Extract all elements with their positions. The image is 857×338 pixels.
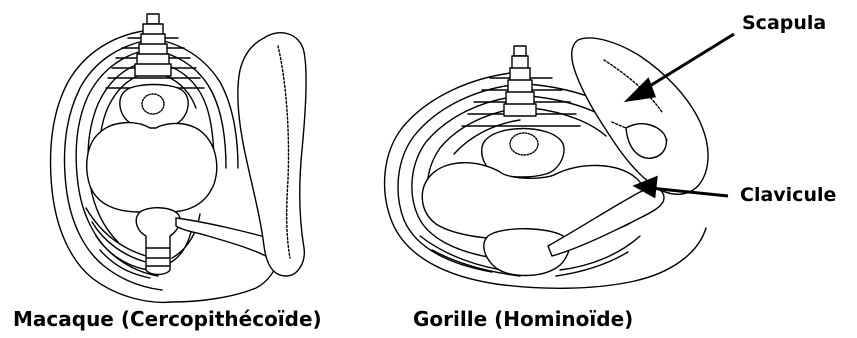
gorilla-vertebral-body [510, 133, 538, 155]
macaque-sternum [136, 208, 180, 275]
gorilla-caption: Gorille (Hominoïde) [413, 307, 633, 331]
macaque-thoracic-cavity [87, 123, 217, 216]
scapula-label: Scapula [742, 12, 826, 34]
clavicule-label: Clavicule [740, 184, 836, 206]
gorilla-spine-segments [504, 56, 536, 116]
macaque-thorax-drawing [51, 14, 307, 302]
macaque-vertebral-body [142, 94, 164, 114]
gorilla-thorax-drawing [385, 38, 708, 288]
gorilla-spine-top [514, 46, 526, 56]
scapula-arrow-line [640, 34, 734, 92]
macaque-caption: Macaque (Cercopithécoïde) [13, 307, 322, 331]
macaque-spine-top [147, 14, 159, 24]
